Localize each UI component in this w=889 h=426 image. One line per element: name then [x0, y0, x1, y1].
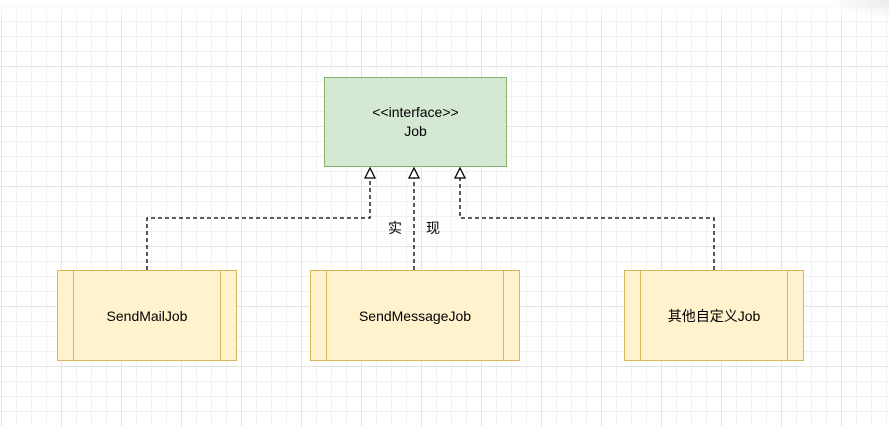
top-fade	[0, 0, 889, 22]
class-left-bar	[326, 271, 327, 360]
class-sendmailjob-node[interactable]: SendMailJob	[57, 270, 237, 361]
relation-label: 实现	[388, 220, 464, 236]
class-right-bar	[503, 271, 504, 360]
corner-shadow	[829, 0, 889, 18]
class-sendmessagejob-node[interactable]: SendMessageJob	[310, 270, 520, 361]
interface-stereotype: <<interface>>	[372, 104, 459, 120]
class-left-bar	[640, 271, 641, 360]
class-custom-job-node[interactable]: 其他自定义Job	[624, 270, 804, 361]
interface-job-node[interactable]: <<interface>> Job	[324, 77, 507, 167]
class-right-bar	[787, 271, 788, 360]
class-name: SendMessageJob	[358, 307, 472, 324]
arrowhead-2	[407, 166, 421, 179]
edge-sendmailjob[interactable]	[146, 178, 371, 270]
class-right-bar	[220, 271, 221, 360]
class-name: SendMailJob	[106, 307, 188, 324]
edge-custom-job[interactable]	[459, 178, 715, 270]
class-name: 其他自定义Job	[667, 307, 761, 324]
arrowhead-3	[453, 166, 467, 179]
interface-name: Job	[404, 123, 427, 139]
arrowhead-1	[363, 166, 377, 179]
class-left-bar	[73, 271, 74, 360]
